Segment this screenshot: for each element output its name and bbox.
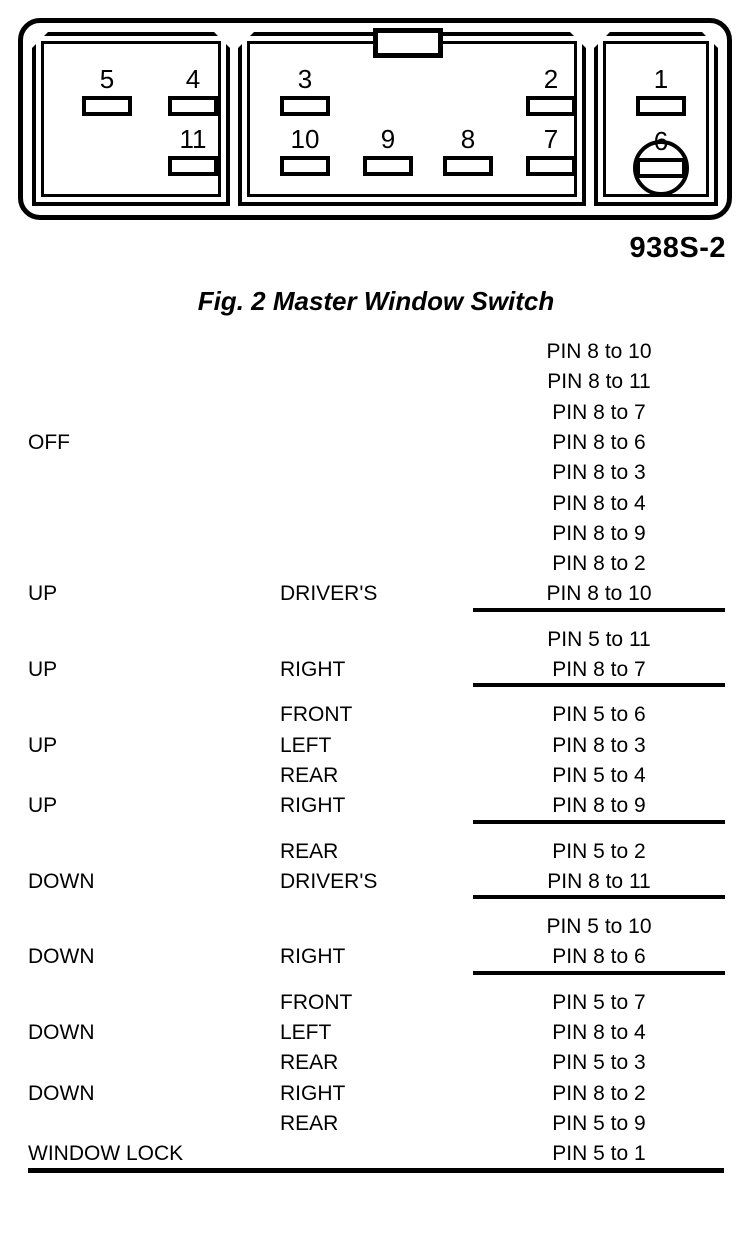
pin-4-terminal-slot bbox=[168, 96, 218, 116]
pin-11-terminal-slot bbox=[168, 156, 218, 176]
figure-reference-code: 938S-2 bbox=[629, 232, 726, 264]
table-row-pin-2: PIN 8 to 7 bbox=[552, 400, 646, 424]
table-row-window-14: RIGHT bbox=[280, 794, 346, 818]
table-row-pin-3: PIN 8 to 6 bbox=[552, 430, 646, 454]
pin-9-label: 9 bbox=[380, 124, 396, 154]
table-row-window-21: REAR bbox=[280, 1051, 339, 1075]
table-row-pin-12: PIN 8 to 3 bbox=[552, 733, 646, 757]
table-row-window-22: RIGHT bbox=[280, 1081, 346, 1105]
table-row-pin-16: PIN 8 to 11 bbox=[547, 869, 651, 893]
pin-8-terminal-slot bbox=[443, 156, 493, 176]
table-row-window-13: REAR bbox=[280, 763, 339, 787]
table-row-pin-11: PIN 5 to 6 bbox=[552, 703, 646, 727]
table-group-separator-16 bbox=[473, 895, 725, 900]
table-row-pin-6: PIN 8 to 9 bbox=[552, 521, 646, 545]
table-row-pin-19: PIN 5 to 7 bbox=[552, 990, 646, 1014]
table-row-state-16: DOWN bbox=[28, 869, 95, 893]
table-row-pin-10: PIN 8 to 7 bbox=[552, 658, 646, 681]
table-row-pin-23: PIN 5 to 9 bbox=[552, 1111, 646, 1135]
table-row-window-8: DRIVER'S bbox=[280, 582, 378, 606]
table-row-pin-4: PIN 8 to 3 bbox=[552, 461, 646, 485]
table-row-window-18: RIGHT bbox=[280, 945, 346, 969]
pin-2-label: 2 bbox=[543, 64, 559, 94]
pin-10-terminal-slot bbox=[280, 156, 330, 176]
table-row-window-19: FRONT bbox=[280, 990, 353, 1014]
table-row-state-24: WINDOW LOCK bbox=[28, 1142, 184, 1166]
table-row-pin-7: PIN 8 to 2 bbox=[552, 552, 646, 576]
table-row-pin-24: PIN 5 to 1 bbox=[552, 1142, 646, 1166]
table-row-pin-22: PIN 8 to 2 bbox=[552, 1081, 646, 1105]
table-group-separator-10 bbox=[473, 683, 725, 688]
table-row-state-8: UP bbox=[28, 582, 58, 606]
table-row-pin-20: PIN 8 to 4 bbox=[552, 1021, 646, 1044]
table-row-pin-21: PIN 5 to 3 bbox=[552, 1051, 646, 1075]
table-row-state-12: UP bbox=[28, 733, 58, 757]
table-row-state-10: UP bbox=[28, 658, 58, 681]
table-row-pin-5: PIN 8 to 4 bbox=[552, 491, 646, 515]
pin-2-terminal-slot bbox=[526, 96, 576, 116]
pin-11-label: 11 bbox=[179, 124, 207, 154]
table-row-window-10: RIGHT bbox=[280, 658, 346, 681]
table-row-state-18: DOWN bbox=[28, 945, 95, 969]
table-group-separator-8 bbox=[473, 607, 725, 612]
table-row-window-15: REAR bbox=[280, 839, 339, 863]
pin-5-label: 5 bbox=[99, 64, 115, 94]
table-row-pin-17: PIN 5 to 10 bbox=[546, 915, 652, 939]
table-row-window-16: DRIVER'S bbox=[280, 869, 378, 893]
table-group-separator-18 bbox=[473, 970, 725, 975]
continuity-table: PIN 8 to 10 PIN 8 to 11 PIN 8 to 7 OFF PIN 8… bbox=[0, 330, 752, 1234]
pin-8-label: 8 bbox=[460, 124, 476, 154]
table-row-window-11: FRONT bbox=[280, 703, 353, 727]
pin-7-label: 7 bbox=[543, 124, 559, 154]
pin-5-terminal-slot bbox=[82, 96, 132, 116]
pin-7-terminal-slot bbox=[526, 156, 576, 176]
connector-left-section bbox=[32, 32, 230, 206]
pin-9-terminal-slot bbox=[363, 156, 413, 176]
table-row-state-22: DOWN bbox=[28, 1081, 95, 1105]
table-bottom-rule bbox=[28, 1167, 724, 1173]
pin-1-label: 1 bbox=[653, 64, 669, 94]
table-row-pin-1: PIN 8 to 11 bbox=[547, 370, 651, 394]
table-row-state-14: UP bbox=[28, 794, 58, 818]
table-row-pin-8: PIN 8 to 10 bbox=[546, 582, 652, 606]
table-row-window-20: LEFT bbox=[280, 1021, 332, 1044]
table-row-pin-9: PIN 5 to 11 bbox=[547, 627, 651, 651]
table-group-separator-14 bbox=[473, 819, 725, 824]
table-row-window-12: LEFT bbox=[280, 733, 332, 757]
connector-pinout-diagram: 5 4 11 3 2 10 9 8 7 1 6 bbox=[18, 18, 732, 220]
table-row-state-3: OFF bbox=[28, 430, 70, 454]
pin-1-terminal-slot bbox=[636, 96, 686, 116]
pin-10-label: 10 bbox=[290, 124, 320, 154]
table-row-pin-14: PIN 8 to 9 bbox=[552, 794, 646, 818]
table-row-pin-13: PIN 5 to 4 bbox=[552, 763, 646, 787]
table-row-pin-18: PIN 8 to 6 bbox=[552, 945, 646, 969]
connector-latch-tab bbox=[373, 28, 443, 58]
connector-middle-section bbox=[238, 32, 586, 206]
pin-6-label: 6 bbox=[653, 126, 669, 156]
pin-6-terminal-slot bbox=[636, 158, 686, 178]
table-row-window-23: REAR bbox=[280, 1111, 339, 1135]
pin-6-circle-marker bbox=[633, 140, 689, 196]
left-section-inner-outline bbox=[41, 41, 221, 197]
table-row-state-20: DOWN bbox=[28, 1021, 95, 1044]
pin-4-label: 4 bbox=[185, 64, 201, 94]
pin-3-terminal-slot bbox=[280, 96, 330, 116]
table-row-pin-15: PIN 5 to 2 bbox=[552, 839, 646, 863]
table-row-pin-0: PIN 8 to 10 bbox=[546, 340, 652, 363]
figure-title: Fig. 2 Master Window Switch bbox=[197, 286, 555, 316]
pin-3-label: 3 bbox=[297, 64, 313, 94]
